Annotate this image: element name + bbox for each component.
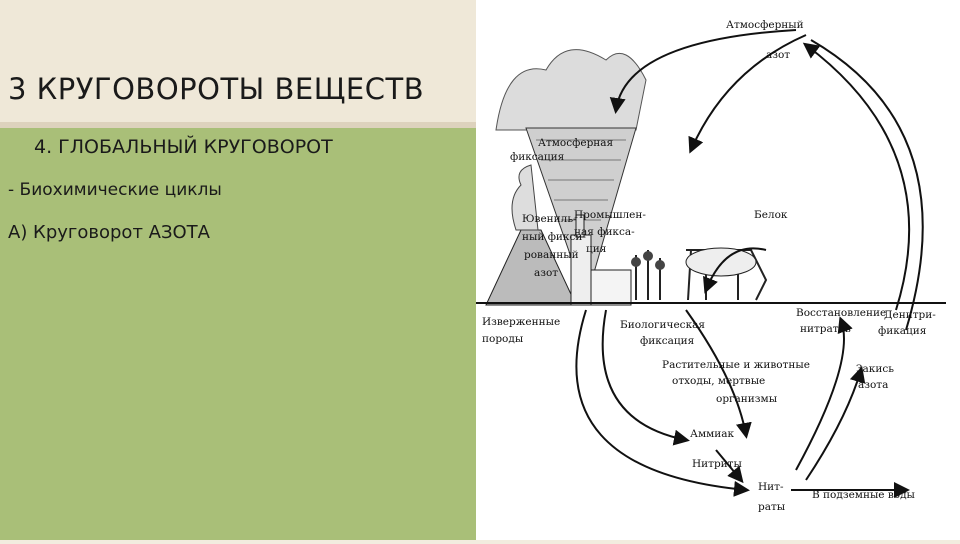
label-nitrites: Нитриты bbox=[692, 458, 742, 470]
label-juvenile-1: Ювениль- bbox=[522, 213, 577, 225]
label-juvenile-3: рованный bbox=[524, 249, 579, 261]
label-nitrates-1: Нит- bbox=[758, 481, 784, 493]
label-juvenile-4: азот bbox=[534, 267, 558, 279]
label-bio-fixation-1: Биологическая bbox=[620, 319, 705, 331]
diagram-svg: Атмосферный азот Атмосферная фиксация Юв… bbox=[476, 0, 960, 540]
nitrogen-cycle-diagram: Атмосферный азот Атмосферная фиксация Юв… bbox=[476, 0, 960, 540]
label-atmospheric-nitrogen-2: азот bbox=[766, 49, 790, 61]
title-band bbox=[0, 0, 476, 128]
nitrogen-cycle-item: А) Круговорот АЗОТА bbox=[8, 222, 210, 243]
label-nitrate-reduction-1: Восстановление bbox=[796, 307, 886, 319]
label-atm-fixation-2: фиксация bbox=[510, 151, 565, 163]
label-industrial-1: Промышлен- bbox=[574, 209, 646, 221]
label-atm-fixation: Атмосферная bbox=[538, 137, 614, 149]
arrow-outer-right bbox=[811, 40, 923, 330]
label-waste-1: Растительные и животные bbox=[662, 359, 810, 371]
cow-icon bbox=[686, 248, 766, 300]
slide-subtitle: 4. ГЛОБАЛЬНЫЙ КРУГОВОРОТ bbox=[34, 136, 333, 158]
label-waste-3: организмы bbox=[716, 393, 777, 405]
label-nitrous-oxide-1: Закись bbox=[856, 363, 894, 375]
label-groundwater: В подземные воды bbox=[812, 489, 915, 501]
label-atmospheric-nitrogen: Атмосферный bbox=[726, 19, 804, 31]
label-waste-2: отходы, мертвые bbox=[672, 375, 765, 387]
plants-icon bbox=[631, 250, 665, 300]
label-denitrification-1: Денитри- bbox=[884, 309, 936, 321]
arrow-atm-to-fix bbox=[616, 30, 796, 110]
arrow-nitrate-reduction bbox=[796, 320, 844, 470]
label-industrial-3: ция bbox=[586, 243, 607, 255]
arrow-denitrification bbox=[806, 45, 909, 310]
label-igneous-2: породы bbox=[482, 333, 523, 345]
label-nitrous-oxide-2: азота bbox=[858, 379, 888, 391]
label-denitrification-2: фикация bbox=[878, 325, 927, 337]
label-industrial-2: ная фикса- bbox=[574, 226, 635, 238]
bullet-line: - Биохимические циклы bbox=[8, 180, 222, 200]
label-ammonia: Аммиак bbox=[690, 428, 735, 440]
label-nitrates-2: раты bbox=[758, 501, 785, 513]
label-protein: Белок bbox=[754, 209, 788, 221]
label-bio-fixation-2: фиксация bbox=[640, 335, 695, 347]
label-igneous-1: Изверженные bbox=[482, 316, 560, 328]
label-nitrate-reduction-2: нитратов bbox=[800, 323, 851, 335]
slide-title: 3 КРУГОВОРОТЫ ВЕЩЕСТВ bbox=[8, 72, 424, 106]
